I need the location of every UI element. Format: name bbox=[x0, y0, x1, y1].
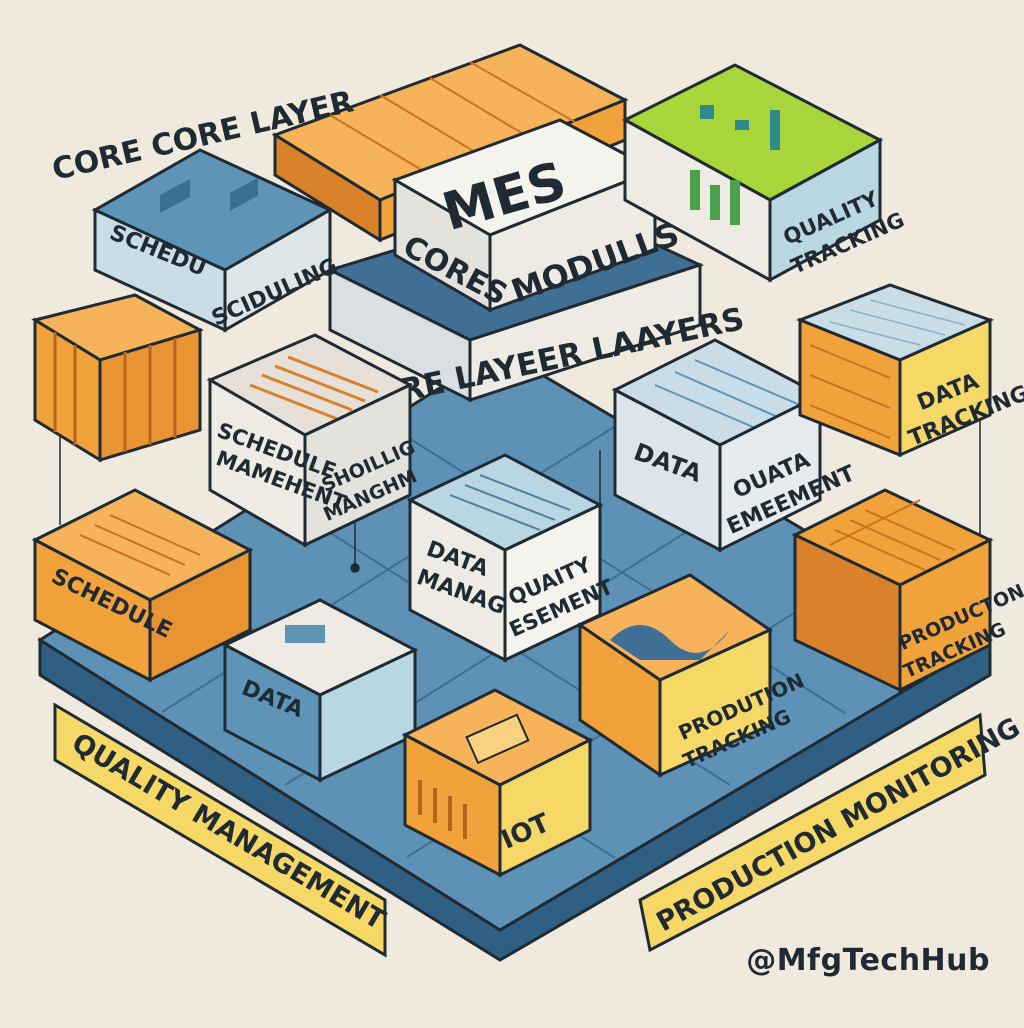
quality-tracking-top-module: QUALITY TRACKING bbox=[621, 63, 908, 283]
data-module: DATA bbox=[221, 598, 419, 783]
prodution-tracking-module: PRODUTION TRACKING bbox=[576, 573, 808, 778]
data-tracking-module: DATA TRACKING bbox=[795, 283, 1024, 458]
schedu-sciduling-module: SCHEDU SCIDULING bbox=[91, 148, 342, 333]
watermark-handle: @MfgTechHub bbox=[746, 943, 990, 978]
iot-module: IOT bbox=[401, 688, 594, 878]
schedule-module: SCHEDULE bbox=[31, 488, 254, 683]
schedule-mamehent-module: SCHEDULE MAMEHENT SHOILLIG MANGHM bbox=[206, 333, 420, 548]
orange-block-left bbox=[31, 293, 204, 463]
